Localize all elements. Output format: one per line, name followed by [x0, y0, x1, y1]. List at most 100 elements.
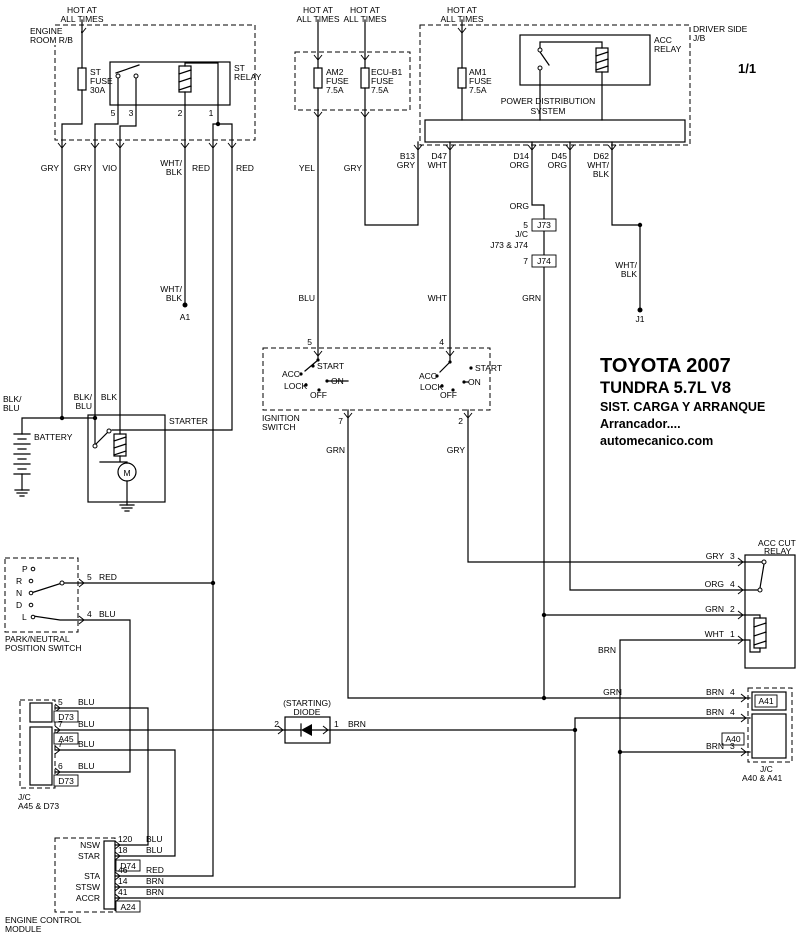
ecm-pin-name: STAR: [78, 851, 100, 861]
connector-label: D62: [593, 151, 609, 161]
pin-number: 4: [730, 579, 735, 589]
jc-j73-title: J73 & J74: [490, 240, 528, 250]
wire-color-label: BLU: [78, 761, 95, 771]
connector-tag: A1: [180, 312, 191, 322]
diode-title: DIODE: [294, 707, 321, 717]
wire-color-label: GRY: [344, 163, 363, 173]
pin-number: 7: [523, 256, 528, 266]
ecm-title: MODULE: [5, 924, 42, 934]
wire-color-label: RED: [146, 865, 164, 875]
wire-color-label: WHT/: [160, 284, 182, 294]
st-fuse-symbol: [77, 67, 87, 91]
jc-tab-top: [29, 702, 53, 723]
ignition-position-label: ON: [331, 376, 344, 386]
ecm-pin-name: ACCR: [76, 893, 100, 903]
ecub1-fuse-symbol: [360, 67, 370, 89]
motor-symbol-label: M: [123, 468, 130, 478]
pin-number: 120: [118, 834, 132, 844]
ignition-position-label: START: [475, 363, 502, 373]
ignition-position-label: ACC: [419, 371, 437, 381]
connector-id-tags: [53, 218, 778, 913]
power-distribution-strip: [424, 119, 686, 143]
ecm-title: ENGINE CONTROL: [5, 915, 82, 925]
wire-color-label: GRN: [603, 687, 622, 697]
ignition-position-label: START: [317, 361, 344, 371]
wire-color-label: BLK/: [3, 394, 22, 404]
wire-color-label: BLU: [78, 697, 95, 707]
ignition-switch-title: IGNITION: [262, 413, 300, 423]
wire-color-label: BLK/: [74, 392, 93, 402]
connector-label: B13: [400, 151, 415, 161]
pn-position-label: R: [16, 576, 22, 586]
wire-color-label: YEL: [299, 163, 315, 173]
wire-color-label: WHT: [428, 293, 447, 303]
mid-fuse-box: [294, 51, 411, 111]
wire-color-label: BRN: [146, 887, 164, 897]
jc-a40-title: J/C: [760, 764, 773, 774]
wire-color-label: BLU: [298, 293, 315, 303]
pin-number: 4: [439, 337, 444, 347]
a41-tab: [751, 691, 787, 711]
wire-color-label: BLU: [78, 719, 95, 729]
wire-color-label: GRY: [41, 163, 60, 173]
driver-jb-title: J/B: [693, 33, 706, 43]
diode-symbol: [301, 724, 312, 736]
ignition-position-label: OFF: [440, 390, 457, 400]
pin-number: 1: [730, 629, 735, 639]
pin-number: 18: [118, 845, 128, 855]
pin-number: 14: [118, 876, 128, 886]
jc-a45-d73-box: [19, 699, 56, 789]
driver-jb-box: [419, 24, 691, 146]
ecm-pin-name: STA: [84, 871, 100, 881]
wire-color-label: BLU: [146, 845, 163, 855]
wire-color-label: GRN: [522, 293, 541, 303]
acc-cut-relay-title: RELAY: [764, 546, 792, 556]
wire-color-label: WHT/: [587, 160, 609, 170]
pin-number: 5: [111, 108, 116, 118]
pin-number: 7: [58, 719, 63, 729]
wire-color-label: BLU: [75, 401, 92, 411]
am1-fuse-label: 7.5A: [469, 85, 487, 95]
connector-tag: A41: [758, 696, 773, 706]
st-relay-box: [109, 61, 231, 106]
diagram-source-label: automecanico.com: [600, 434, 713, 448]
wire-color-label: GRY: [74, 163, 93, 173]
connector-label: D45: [551, 151, 567, 161]
connector-tag: D73: [58, 776, 74, 786]
page-indicator: 1/1: [738, 61, 756, 76]
am2-fuse-label: FUSE: [326, 76, 349, 86]
wire-color-label: RED: [236, 163, 254, 173]
ignition-switch-box: [262, 347, 491, 411]
pin-number: 1: [334, 719, 339, 729]
pn-switch-box: [4, 557, 79, 633]
pin-number: 3: [129, 108, 134, 118]
wire-color-label: GRY: [447, 445, 466, 455]
wire-color-label: BLU: [99, 609, 116, 619]
ground-symbols: [14, 489, 135, 512]
st-fuse-label: 30A: [90, 85, 105, 95]
pin-number: 5: [87, 572, 92, 582]
wire-color-label: BLU: [3, 403, 20, 413]
diode-title: (STARTING): [283, 698, 331, 708]
jc-a45-title: J/C: [18, 792, 31, 802]
wire-color-label: BLK: [166, 293, 182, 303]
wire-color-label: VIO: [102, 163, 117, 173]
am1-fuse-symbol: [457, 67, 467, 89]
wire-color-label: BRN: [598, 645, 616, 655]
driver-jb-title: DRIVER SIDE: [693, 24, 748, 34]
pin-number: 4: [730, 687, 735, 697]
acc-relay-box: [519, 34, 651, 86]
acc-cut-relay-title: ACC CUT: [758, 538, 796, 548]
pin-number: 5: [307, 337, 312, 347]
st-fuse-label: ST: [90, 67, 101, 77]
wire-color-label: RED: [192, 163, 210, 173]
ignition-position-label: OFF: [310, 390, 327, 400]
connector-tag: J73: [537, 220, 551, 230]
acc-cut-relay-box: [744, 554, 796, 669]
wire-color-label: WHT: [428, 160, 447, 170]
label-backdrop: [27, 26, 81, 45]
hot-label: ALL TIMES: [297, 14, 340, 24]
wire-color-label: WHT/: [160, 158, 182, 168]
wire-color-label: GRN: [326, 445, 345, 455]
jc-j73-title: J/C: [515, 229, 528, 239]
